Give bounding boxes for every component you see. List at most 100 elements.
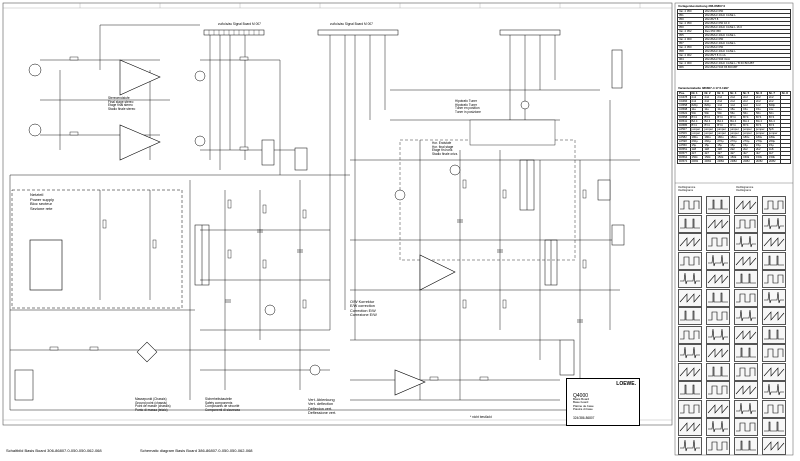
scope-header-right: Oszillogramme Oscillograms: [736, 186, 754, 192]
oscillogram: [678, 325, 702, 344]
hor-stage-region: [399, 139, 576, 261]
transformer-lop: [519, 159, 535, 211]
waveform-trace: [679, 237, 701, 247]
board-names: Basis Board Base board Platine de base P…: [573, 397, 594, 411]
label-vert-deflection: Vert. Ablenkung Vert. deflection Déflexi…: [308, 398, 337, 416]
waveform-trace: [708, 292, 728, 302]
oscillogram: [762, 418, 786, 436]
wiring: [9, 24, 640, 411]
oscillogram: [706, 233, 730, 251]
oscillogram: [762, 233, 786, 251]
connector-top-left: [203, 29, 265, 36]
waveform-trace: [764, 404, 784, 413]
label-hor-stage: Hor. Endstufe Hor. final stage Etage fin…: [432, 141, 459, 156]
waveform-trace: [679, 292, 701, 303]
vert-amplifier: [394, 369, 426, 396]
variant-cell: 2R82: [766, 159, 781, 164]
oscillogram: [678, 251, 702, 270]
waveform-trace: [763, 440, 785, 451]
oscillogram: [706, 381, 730, 399]
transistors: [28, 63, 530, 376]
connector-label-mid: zu/to/a/au Signal Board M 007: [330, 22, 373, 26]
oscillogram: [734, 233, 758, 251]
waveform-trace: [735, 385, 757, 395]
assembly-cell: 066: [677, 65, 704, 70]
waveform-trace: [764, 217, 784, 229]
oscillogram: [706, 325, 730, 344]
oscillogram: [678, 399, 702, 418]
waveform-trace: [707, 403, 729, 414]
waveform-trace: [763, 237, 785, 247]
waveform-trace: [679, 366, 701, 377]
waveform-trace: [708, 385, 728, 395]
oscillogram: [678, 307, 702, 325]
assembly-cell: 262-86/Hz 50Z 86 BOUBT: [702, 65, 792, 70]
oscillogram: [678, 270, 702, 288]
oscillogram: [762, 436, 786, 455]
passive-components: [49, 56, 587, 381]
variant-cell: 2R82: [702, 159, 717, 164]
scope-header-left: Oszillogramme Oscillograms: [678, 186, 696, 192]
waveform-trace: [736, 309, 756, 322]
oscillogram: [734, 288, 758, 307]
waveform-trace: [764, 329, 784, 339]
oscillogram: [706, 436, 730, 455]
oscillogram: [678, 362, 702, 381]
waveform-trace: [680, 404, 700, 413]
connector-label-left: zu/to/a/au Signal Board M 007: [218, 22, 261, 26]
oscillogram: [706, 288, 730, 307]
amplifier-ic-2: [119, 124, 161, 161]
oscillogram: [734, 362, 758, 381]
waveform-trace: [680, 330, 700, 339]
oscillogram: [678, 418, 702, 436]
oscillogram: [734, 344, 758, 362]
oscillogram: [734, 251, 758, 270]
brand-logo: LOEWE.: [616, 381, 636, 387]
oscillogram: [762, 399, 786, 418]
waveform-trace: [736, 402, 756, 414]
waveform-trace: [680, 272, 700, 285]
oscillogram: [706, 270, 730, 288]
oscillogram: [734, 418, 758, 436]
power-supply-region: [11, 189, 183, 309]
oscillogram: [762, 196, 786, 214]
oscillogram: [706, 251, 730, 270]
oscillogram: [706, 418, 730, 436]
doc-number: 324/386-86807: [573, 416, 595, 420]
amplifier-ic-1: [119, 59, 161, 96]
oscillogram: [706, 196, 730, 214]
waveform-trace: [707, 218, 729, 229]
right-panel-frame: [674, 2, 794, 456]
label-power-supply: Netzteil Power supply Bloc secteur Sezio…: [30, 192, 55, 211]
waveform-trace: [735, 200, 757, 210]
power-ic: [29, 239, 63, 291]
waveform-trace: [736, 347, 756, 358]
variant-cell: 2R82: [689, 159, 704, 164]
module-d: [611, 224, 625, 246]
oscillogram: [762, 381, 786, 399]
oscillogram: [734, 399, 758, 418]
waveform-trace: [736, 219, 756, 228]
variant-cell: R0574: [677, 159, 691, 164]
waveform-trace: [764, 348, 784, 358]
oscillogram: [734, 325, 758, 344]
oscillogram: [762, 288, 786, 307]
oscillogram: [706, 362, 730, 381]
waveform-trace: [735, 329, 757, 340]
variant-cell: [779, 159, 792, 164]
waveform-trace: [708, 366, 728, 376]
model-name: Q4000: [573, 393, 589, 399]
waveform-trace: [680, 346, 700, 359]
variant-cell: 2R82: [754, 159, 768, 164]
oscillogram: [734, 436, 758, 455]
waveform-trace: [679, 422, 701, 432]
